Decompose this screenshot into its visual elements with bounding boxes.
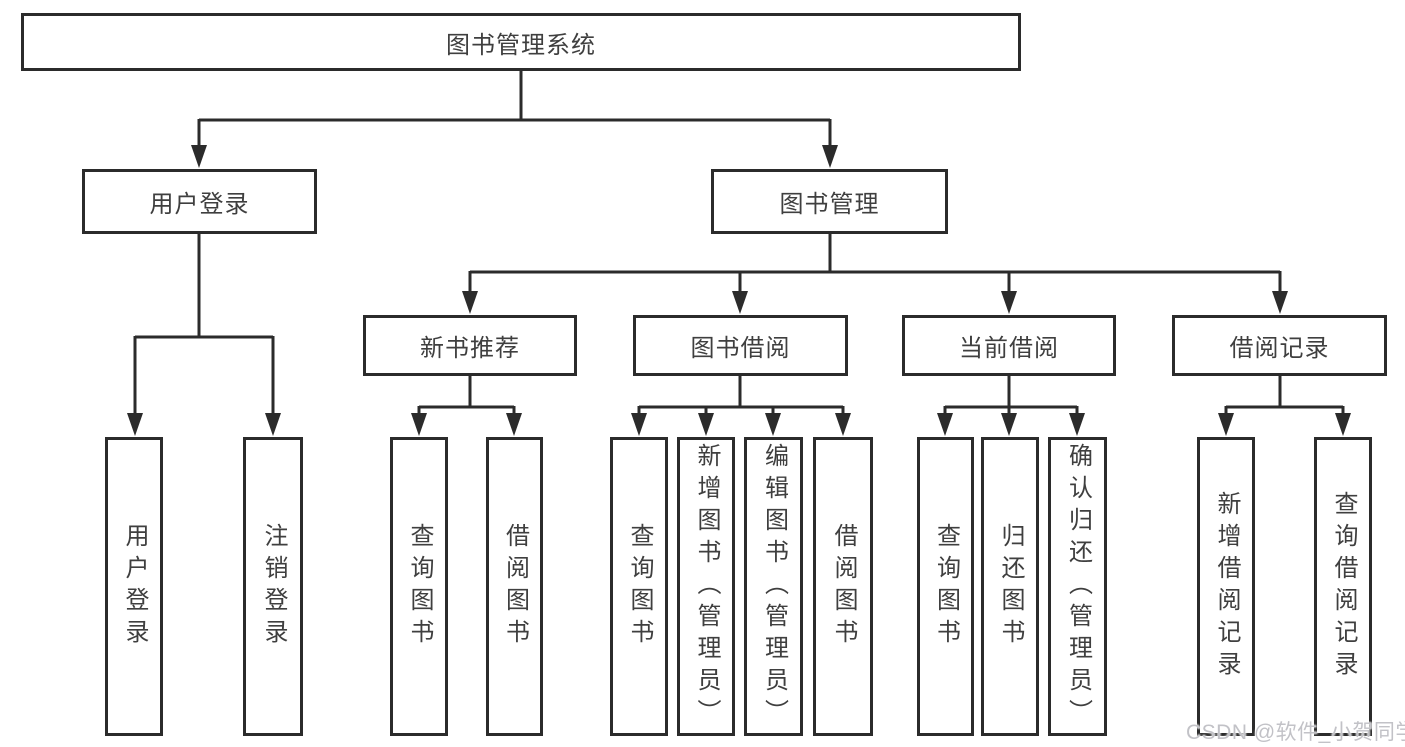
leaf-query-books-recommend: 查询图书 bbox=[390, 437, 448, 736]
leaf-edit-books-admin: 编辑图书（管理员） bbox=[744, 437, 803, 736]
node-user-login: 用户登录 bbox=[82, 169, 317, 234]
node-book-management-system: 图书管理系统 bbox=[21, 13, 1021, 71]
leaf-add-books-admin: 新增图书（管理员） bbox=[677, 437, 735, 736]
leaf-user-login: 用户登录 bbox=[105, 437, 163, 736]
node-current-borrowing: 当前借阅 bbox=[902, 315, 1116, 376]
node-new-book-recommend: 新书推荐 bbox=[363, 315, 577, 376]
leaf-logout: 注销登录 bbox=[243, 437, 303, 736]
leaf-confirm-return-admin: 确认归还（管理员） bbox=[1048, 437, 1107, 736]
leaf-query-books-borrowing: 查询图书 bbox=[610, 437, 668, 736]
node-book-management: 图书管理 bbox=[711, 169, 948, 234]
leaf-query-books-current: 查询图书 bbox=[917, 437, 974, 736]
node-borrow-records: 借阅记录 bbox=[1172, 315, 1387, 376]
leaf-query-borrow-record: 查询借阅记录 bbox=[1314, 437, 1372, 736]
leaf-borrow-books-borrowing: 借阅图书 bbox=[813, 437, 873, 736]
node-book-borrowing: 图书借阅 bbox=[633, 315, 848, 376]
leaf-add-borrow-record: 新增借阅记录 bbox=[1197, 437, 1255, 736]
leaf-return-books: 归还图书 bbox=[981, 437, 1039, 736]
watermark: CSDN @软件_小贺同学 bbox=[1186, 721, 1405, 744]
leaf-borrow-books-recommend: 借阅图书 bbox=[486, 437, 543, 736]
